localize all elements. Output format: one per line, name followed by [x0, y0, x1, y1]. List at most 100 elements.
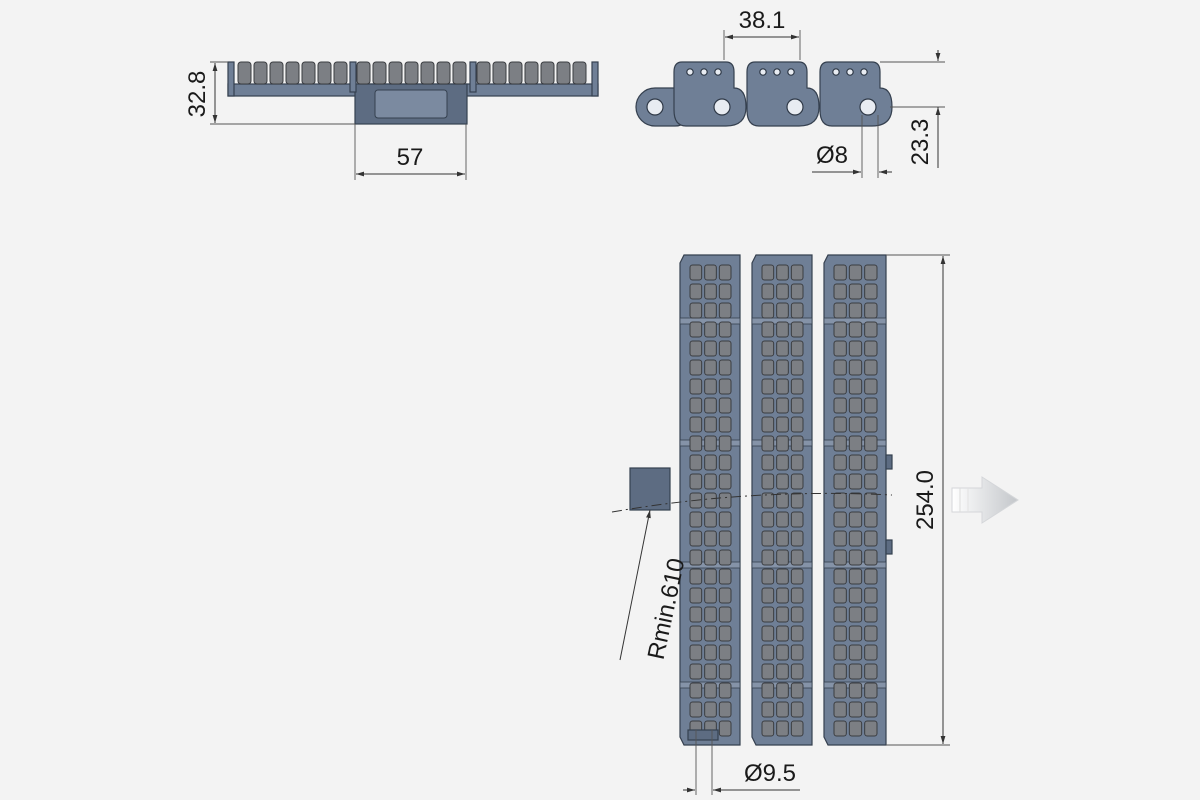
top-roller: [704, 302, 717, 319]
top-roller: [833, 644, 847, 661]
top-roller: [689, 416, 703, 433]
top-roller: [790, 359, 804, 376]
top-roller: [848, 359, 863, 376]
top-roller: [776, 397, 789, 414]
top-roller: [718, 511, 732, 528]
top-roller: [776, 473, 789, 490]
top-roller: [848, 302, 863, 319]
top-roller: [776, 340, 789, 357]
top-roller: [761, 644, 775, 661]
top-roller: [718, 587, 732, 604]
top-roller: [848, 587, 863, 604]
top-roller: [704, 264, 717, 281]
top-roller: [718, 492, 732, 509]
top-roller: [718, 302, 732, 319]
top-roller: [718, 454, 732, 471]
top-roller: [776, 454, 789, 471]
side-roller: [301, 61, 316, 85]
top-roller: [833, 264, 847, 281]
top-roller: [864, 511, 878, 528]
chain-column: [751, 254, 813, 746]
top-roller: [689, 378, 703, 395]
top-roller: [761, 359, 775, 376]
top-roller: [704, 682, 717, 699]
top-roller: [776, 378, 789, 395]
top-roller: [864, 454, 878, 471]
top-roller: [864, 416, 878, 433]
top-roller: [704, 663, 717, 680]
top-roller: [848, 701, 863, 718]
dim-side-pin: Ø9.5: [683, 730, 800, 795]
top-roller: [848, 492, 863, 509]
top-roller: [704, 416, 717, 433]
top-roller: [689, 321, 703, 338]
top-roller: [718, 340, 732, 357]
top-roller: [689, 511, 703, 528]
top-roller: [776, 625, 789, 642]
top-roller: [776, 435, 789, 452]
side-roller: [524, 61, 539, 85]
side-roller: [540, 61, 555, 85]
side-pin-label: Ø9.5: [744, 760, 796, 787]
top-roller: [689, 606, 703, 623]
top-roller: [790, 720, 804, 737]
top-roller: [776, 663, 789, 680]
pin-hole: [713, 98, 731, 116]
top-roller: [790, 492, 804, 509]
chain-column: [823, 254, 893, 746]
top-roller: [689, 549, 703, 566]
top-roller: [864, 283, 878, 300]
top-roller: [689, 435, 703, 452]
top-roller: [864, 473, 878, 490]
side-roller: [285, 61, 300, 85]
top-roller: [704, 568, 717, 585]
top-roller: [864, 682, 878, 699]
top-roller: [848, 530, 863, 547]
side-roller: [372, 61, 387, 85]
side-roller: [237, 61, 252, 85]
top-roller: [718, 416, 732, 433]
top-roller: [761, 701, 775, 718]
top-roller: [776, 264, 789, 281]
top-roller: [848, 378, 863, 395]
top-roller: [704, 549, 717, 566]
top-roller: [704, 701, 717, 718]
top-roller: [864, 720, 878, 737]
top-roller: [790, 416, 804, 433]
top-roller: [790, 397, 804, 414]
top-roller: [790, 473, 804, 490]
top-roller: [689, 454, 703, 471]
top-roller: [704, 625, 717, 642]
top-roller: [776, 606, 789, 623]
side-tab: [629, 467, 671, 511]
top-roller: [848, 454, 863, 471]
side-roller: [356, 61, 371, 85]
top-roller: [833, 492, 847, 509]
top-roller: [790, 511, 804, 528]
top-roller: [761, 682, 775, 699]
top-roller: [718, 682, 732, 699]
top-roller: [718, 283, 732, 300]
top-roller: [761, 302, 775, 319]
top-roller: [776, 511, 789, 528]
top-roller: [848, 663, 863, 680]
top-roller: [761, 530, 775, 547]
side-roller: [436, 61, 451, 85]
top-roller: [689, 264, 703, 281]
top-roller: [848, 568, 863, 585]
top-roller: [848, 435, 863, 452]
top-roller: [864, 302, 878, 319]
top-roller: [864, 530, 878, 547]
top-roller: [848, 340, 863, 357]
top-roller: [704, 454, 717, 471]
top-roller: [776, 492, 789, 509]
top-roller: [848, 606, 863, 623]
arrow-right-icon: [951, 476, 1019, 524]
top-roller: [833, 587, 847, 604]
top-roller: [704, 359, 717, 376]
pitch-label: 38.1: [739, 7, 786, 34]
top-roller: [864, 378, 878, 395]
dim-pin-diameter: Ø8: [812, 115, 892, 178]
side-roller: [269, 61, 284, 85]
top-roller: [833, 321, 847, 338]
